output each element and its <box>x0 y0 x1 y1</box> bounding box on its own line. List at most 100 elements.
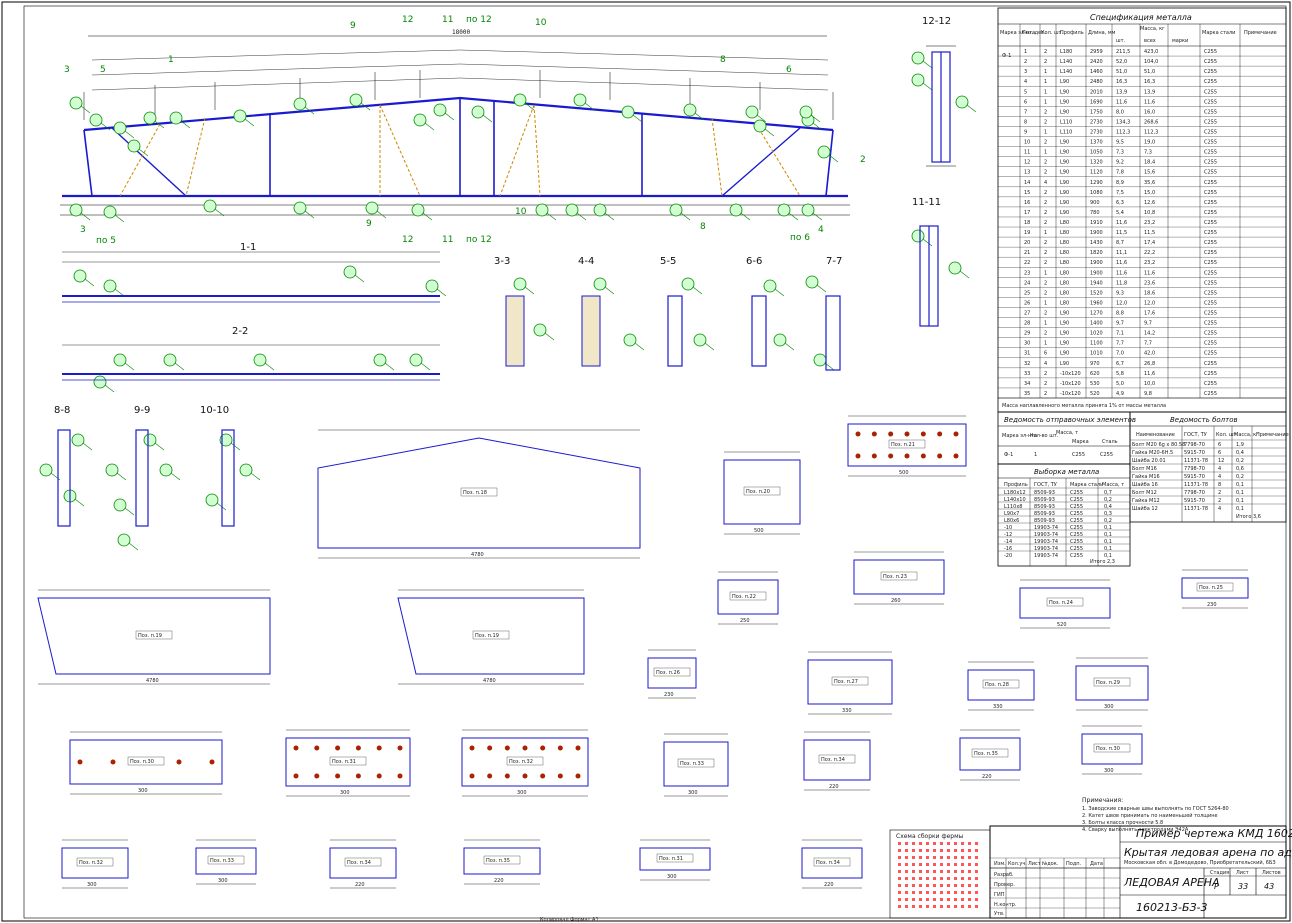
spec-steel: С255 <box>1204 109 1217 115</box>
svg-text:Лист: Лист <box>1028 861 1041 867</box>
spec-steel: С255 <box>1204 170 1217 176</box>
spec-mass-total: 112,3 <box>1144 129 1158 135</box>
spec-steel: С255 <box>1204 129 1217 135</box>
part-label: Поз. п.33 <box>210 858 234 864</box>
spec-mass-unit: 7,5 <box>1116 190 1124 196</box>
part-label: Поз. п.31 <box>332 759 356 765</box>
spec-header: Марка стали <box>1202 30 1235 36</box>
spec-length: 970 <box>1090 361 1100 367</box>
spec-steel: С255 <box>1204 391 1217 397</box>
weld-callout-37 <box>911 229 933 247</box>
svg-text:Н.контр.: Н.контр. <box>994 902 1017 908</box>
svg-text:1-1: 1-1 <box>240 242 256 253</box>
weld-callout-38 <box>948 261 970 279</box>
spec-mass-total: 11,6 <box>1144 270 1155 276</box>
weld-callout-57 <box>805 275 827 293</box>
part-dimension: 300 <box>688 790 698 796</box>
steel-mass: 0,1 <box>1104 532 1112 538</box>
spec-mass-unit: 11,1 <box>1116 250 1127 256</box>
spec-length: 1320 <box>1090 160 1103 166</box>
spec-mass-total: 104,0 <box>1144 59 1158 65</box>
weld-callout-2 <box>127 139 149 157</box>
svg-text:Стадия: Стадия <box>1210 870 1229 876</box>
truss-section-marks: 9 12 11 по 12 10 9 12 11 по 12 10 8 3 5 … <box>64 15 866 246</box>
spec-mass-unit: 6,7 <box>1116 361 1124 367</box>
spec-length: 1050 <box>1090 150 1103 156</box>
spec-header: Масса, кг <box>1140 26 1165 32</box>
svg-text:по 6: по 6 <box>790 233 810 243</box>
weld-callout-65 <box>219 433 241 451</box>
spec-steel: С255 <box>1204 150 1217 156</box>
weld-callout-12 <box>745 105 767 123</box>
spec-profile: L90 <box>1060 99 1069 105</box>
steel-mass: 0,4 <box>1104 504 1112 510</box>
spec-pos: 1 <box>1024 49 1027 55</box>
spec-qty: 4 <box>1044 180 1047 186</box>
spec-length: 1460 <box>1090 69 1103 75</box>
steel-profile: L80х6 <box>1004 518 1019 524</box>
spec-length: 1900 <box>1090 260 1103 266</box>
bolt-name: Болт М12 <box>1132 490 1157 496</box>
spec-mass-total: 10,8 <box>1144 210 1155 216</box>
spec-steel: С255 <box>1204 341 1217 347</box>
spec-profile: L90 <box>1060 210 1069 216</box>
svg-text:Подп.: Подп. <box>1066 861 1082 867</box>
spec-mass-unit: 6,3 <box>1116 200 1124 206</box>
spec-pos: 2 <box>1024 59 1027 65</box>
spec-mass-unit: 7,8 <box>1116 170 1124 176</box>
spec-mass-total: 35,6 <box>1144 180 1155 186</box>
spec-pos: 19 <box>1024 230 1030 236</box>
svg-text:Утв.: Утв. <box>994 911 1005 917</box>
svg-text:Изм.: Изм. <box>994 861 1006 867</box>
spec-mass-total: 23,2 <box>1144 260 1155 266</box>
spec-qty: 1 <box>1044 89 1047 95</box>
spec-mass-unit: 5,0 <box>1116 381 1124 387</box>
spec-profile: L90 <box>1060 351 1069 357</box>
spec-length: 1400 <box>1090 321 1103 327</box>
spec-mass-total: 7,7 <box>1144 341 1152 347</box>
spec-mass-unit: 13,9 <box>1116 89 1127 95</box>
svg-text:3: 3 <box>64 65 70 75</box>
part-dimension: 220 <box>355 882 365 888</box>
svg-text:по 12: по 12 <box>466 15 492 25</box>
svg-text:1: 1 <box>1034 452 1037 458</box>
spec-profile: -10х120 <box>1060 371 1081 377</box>
bolt-qty: 8 <box>1218 482 1221 488</box>
spec-mass-total: 16,0 <box>1144 109 1155 115</box>
svg-text:3-3: 3-3 <box>494 256 510 267</box>
part-dimension: 300 <box>218 878 228 884</box>
steel-mass: 0,1 <box>1104 553 1112 559</box>
spec-pos: 18 <box>1024 220 1030 226</box>
spec-qty: 1 <box>1044 270 1047 276</box>
weld-callout-48 <box>425 279 447 297</box>
spec-mass-unit: 5,4 <box>1116 210 1124 216</box>
weld-callout-54 <box>693 333 715 351</box>
spec-qty: 2 <box>1044 381 1047 387</box>
spec-steel: С255 <box>1204 180 1217 186</box>
spec-qty: 2 <box>1044 210 1047 216</box>
spec-mass-total: 17,6 <box>1144 311 1155 317</box>
spec-mass-unit: 9,3 <box>1116 290 1124 296</box>
spec-mass-unit: 11,6 <box>1116 99 1127 105</box>
spec-pos: 29 <box>1024 331 1030 337</box>
spec-length: 2730 <box>1090 119 1103 125</box>
spec-steel: С255 <box>1204 270 1217 276</box>
spec-pos: 20 <box>1024 240 1030 246</box>
spec-qty: 1 <box>1044 150 1047 156</box>
spec-steel: С255 <box>1204 381 1217 387</box>
spec-length: 2480 <box>1090 79 1103 85</box>
svg-text:С255: С255 <box>1100 452 1113 458</box>
part-label: Поз. п.32 <box>79 860 103 866</box>
weld-callout-33 <box>799 105 821 123</box>
spec-mass-unit: 7,3 <box>1116 150 1124 156</box>
spec-length: 1940 <box>1090 280 1103 286</box>
spec-steel: С255 <box>1204 240 1217 246</box>
spec-length: 2730 <box>1090 129 1103 135</box>
weld-callout-51 <box>593 277 615 295</box>
weld-callout-5 <box>293 97 315 115</box>
steel-mass: 0,2 <box>1104 497 1112 503</box>
